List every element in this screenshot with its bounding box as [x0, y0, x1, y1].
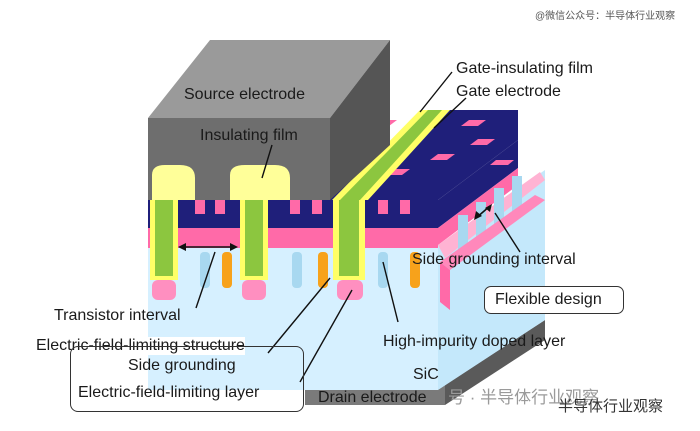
annotation-arrows — [178, 204, 492, 251]
insulating-film — [152, 165, 290, 200]
source-electrode-label: Source electrode — [184, 86, 305, 103]
watermark-bottom-a: 号 · 半导体行业观察 — [448, 388, 600, 407]
flexible-design-box: Flexible design — [484, 286, 624, 314]
high-impurity-doped-layer-label: High-impurity doped layer — [383, 333, 566, 350]
gate-stripe — [332, 110, 450, 200]
transistor-interval-label: Transistor interval — [54, 307, 181, 324]
side-grounding-interval-label: Side grounding interval — [412, 251, 576, 268]
sic-label: SiC — [413, 366, 439, 383]
efl-structure-box — [70, 346, 304, 412]
right-side-face — [438, 140, 545, 310]
watermark-top: @微信公众号：半导体行业观察 — [535, 11, 676, 22]
leader-lines — [195, 71, 521, 383]
side-grounding-label: Side grounding — [128, 357, 236, 374]
gate-insulating-film-label: Gate-insulating film — [456, 60, 593, 77]
trench-gates — [150, 200, 410, 280]
efl-layer-label: Electric-field-limiting layer — [78, 384, 260, 401]
watermark-bottom-b: 半导体行业观察 — [558, 398, 664, 415]
drain-electrode-label: Drain electrode — [318, 389, 427, 406]
field-limiting-regions — [152, 252, 420, 300]
gate-electrode-label: Gate electrode — [456, 83, 561, 100]
insulating-film-label: Insulating film — [200, 127, 298, 144]
